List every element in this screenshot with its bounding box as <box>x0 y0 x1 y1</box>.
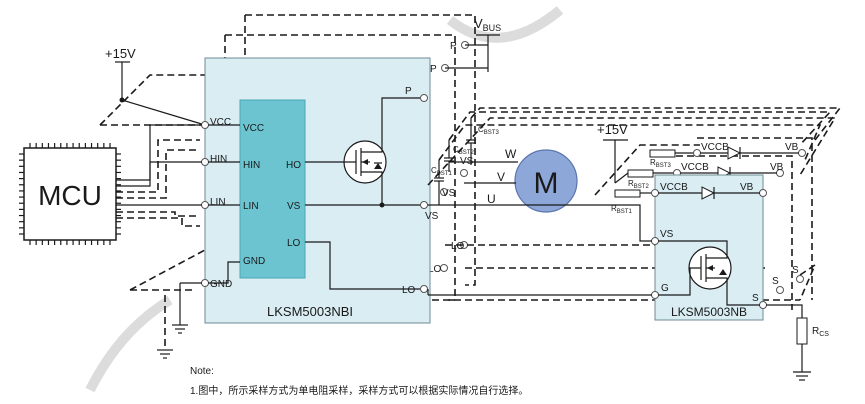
pin-ho-core: HO <box>286 160 301 171</box>
driver-main-name: LKSM5003NBI <box>267 304 353 319</box>
pin-s: S <box>752 293 759 304</box>
pin-lin-outer: LIN <box>210 197 226 208</box>
bootstrap-capacitors: CBST3 CBST2 CBST1 <box>431 118 499 205</box>
mosfet-high-side <box>343 140 387 184</box>
pin-vs-small: VS <box>660 229 674 240</box>
motor-label: M <box>534 167 559 200</box>
note-title: Note: <box>190 366 214 377</box>
rbst3-label: RBST3 <box>650 158 671 169</box>
pin-vb: VB <box>740 182 754 193</box>
shadow-pin-lo2: LO <box>428 264 442 275</box>
note-line1: 1.图中，所示采样方式为单电阻采样，采样方式可以根据实际情况自行选择。 <box>190 384 528 397</box>
rbst2-label: RBST2 <box>628 179 649 190</box>
motor: M W V U <box>428 147 578 213</box>
shadow-pin-vccb2: VCCB <box>681 162 709 173</box>
pin-gnd-core: GND <box>243 256 265 267</box>
mosfet-low-side <box>688 246 732 290</box>
rcs-label: RCS <box>812 326 829 338</box>
cbst2-label: CBST2 <box>453 145 474 156</box>
mcu-driver-wires <box>116 124 202 227</box>
pin-vcc-outer: VCC <box>210 117 231 128</box>
pin-g: G <box>661 283 669 294</box>
pin-p-outer: P <box>405 86 412 97</box>
phase-u: U <box>487 192 496 206</box>
note: Note: 1.图中，所示采样方式为单电阻采样，采样方式可以根据实际情况自行选择… <box>190 366 528 397</box>
ground-left <box>129 249 206 359</box>
shadow-pin-lo1: LO <box>451 241 465 252</box>
pin-vs-outer: VS <box>425 211 439 222</box>
phase-v: V <box>497 170 505 184</box>
supply-15v-right: +15V <box>594 122 700 196</box>
pin-lin-core: LIN <box>243 201 259 212</box>
driver-ic-small: LKSM5003NB VCCB VB VS G S <box>651 174 767 321</box>
shadow-pin-s1: S <box>792 265 799 276</box>
pin-gnd-outer: GND <box>210 279 232 290</box>
shadow-pin-vccb1: VCCB <box>701 142 729 153</box>
supply-vbus: VBUS <box>445 16 501 72</box>
pin-hin-outer: HIN <box>210 154 227 165</box>
pin-lo-core: LO <box>287 238 301 249</box>
mcu-chip: MCU <box>19 143 121 245</box>
shadow-pin-vb1: VB <box>785 142 799 153</box>
driver-ic-main: LKSM5003NBI VCC HIN LIN GND VCC HIN LIN … <box>201 57 439 324</box>
shadow-pin-vb2: VB <box>770 162 784 173</box>
rbst1-label: RBST1 <box>611 204 632 215</box>
supply-15v-right-label: +15V <box>597 122 628 137</box>
mcu-pins <box>19 143 121 245</box>
pin-vcc-core: VCC <box>243 123 264 134</box>
shadow-pin-p2: P <box>430 64 437 75</box>
driver-to-small-wires <box>427 204 652 296</box>
bootstrap-resistors: RBST3 RBST2 RBST1 <box>611 149 697 215</box>
pin-vccb: VCCB <box>660 182 688 193</box>
cbst1-label: CBST1 <box>431 166 452 177</box>
shadow-pin-vs2: VS <box>442 188 456 199</box>
cbst3-label: CBST3 <box>478 125 499 136</box>
pin-vs-core: VS <box>287 201 301 212</box>
mcu-label: MCU <box>38 180 102 211</box>
driver-small-name: LKSM5003NB <box>671 305 747 319</box>
phase-w: W <box>505 147 517 161</box>
watermark <box>85 6 564 393</box>
shadow-pin-s2: S <box>772 276 779 287</box>
supply-15v-left-label: +15V <box>105 46 136 61</box>
bootstrap-bus-lines <box>427 107 842 301</box>
vbus-label: VBUS <box>474 16 501 33</box>
shadow-pin-p1: P <box>450 41 457 52</box>
pin-hin-core: HIN <box>243 160 260 171</box>
current-sense: RCS <box>766 304 829 381</box>
pin-lo-outer: LO <box>402 285 416 296</box>
